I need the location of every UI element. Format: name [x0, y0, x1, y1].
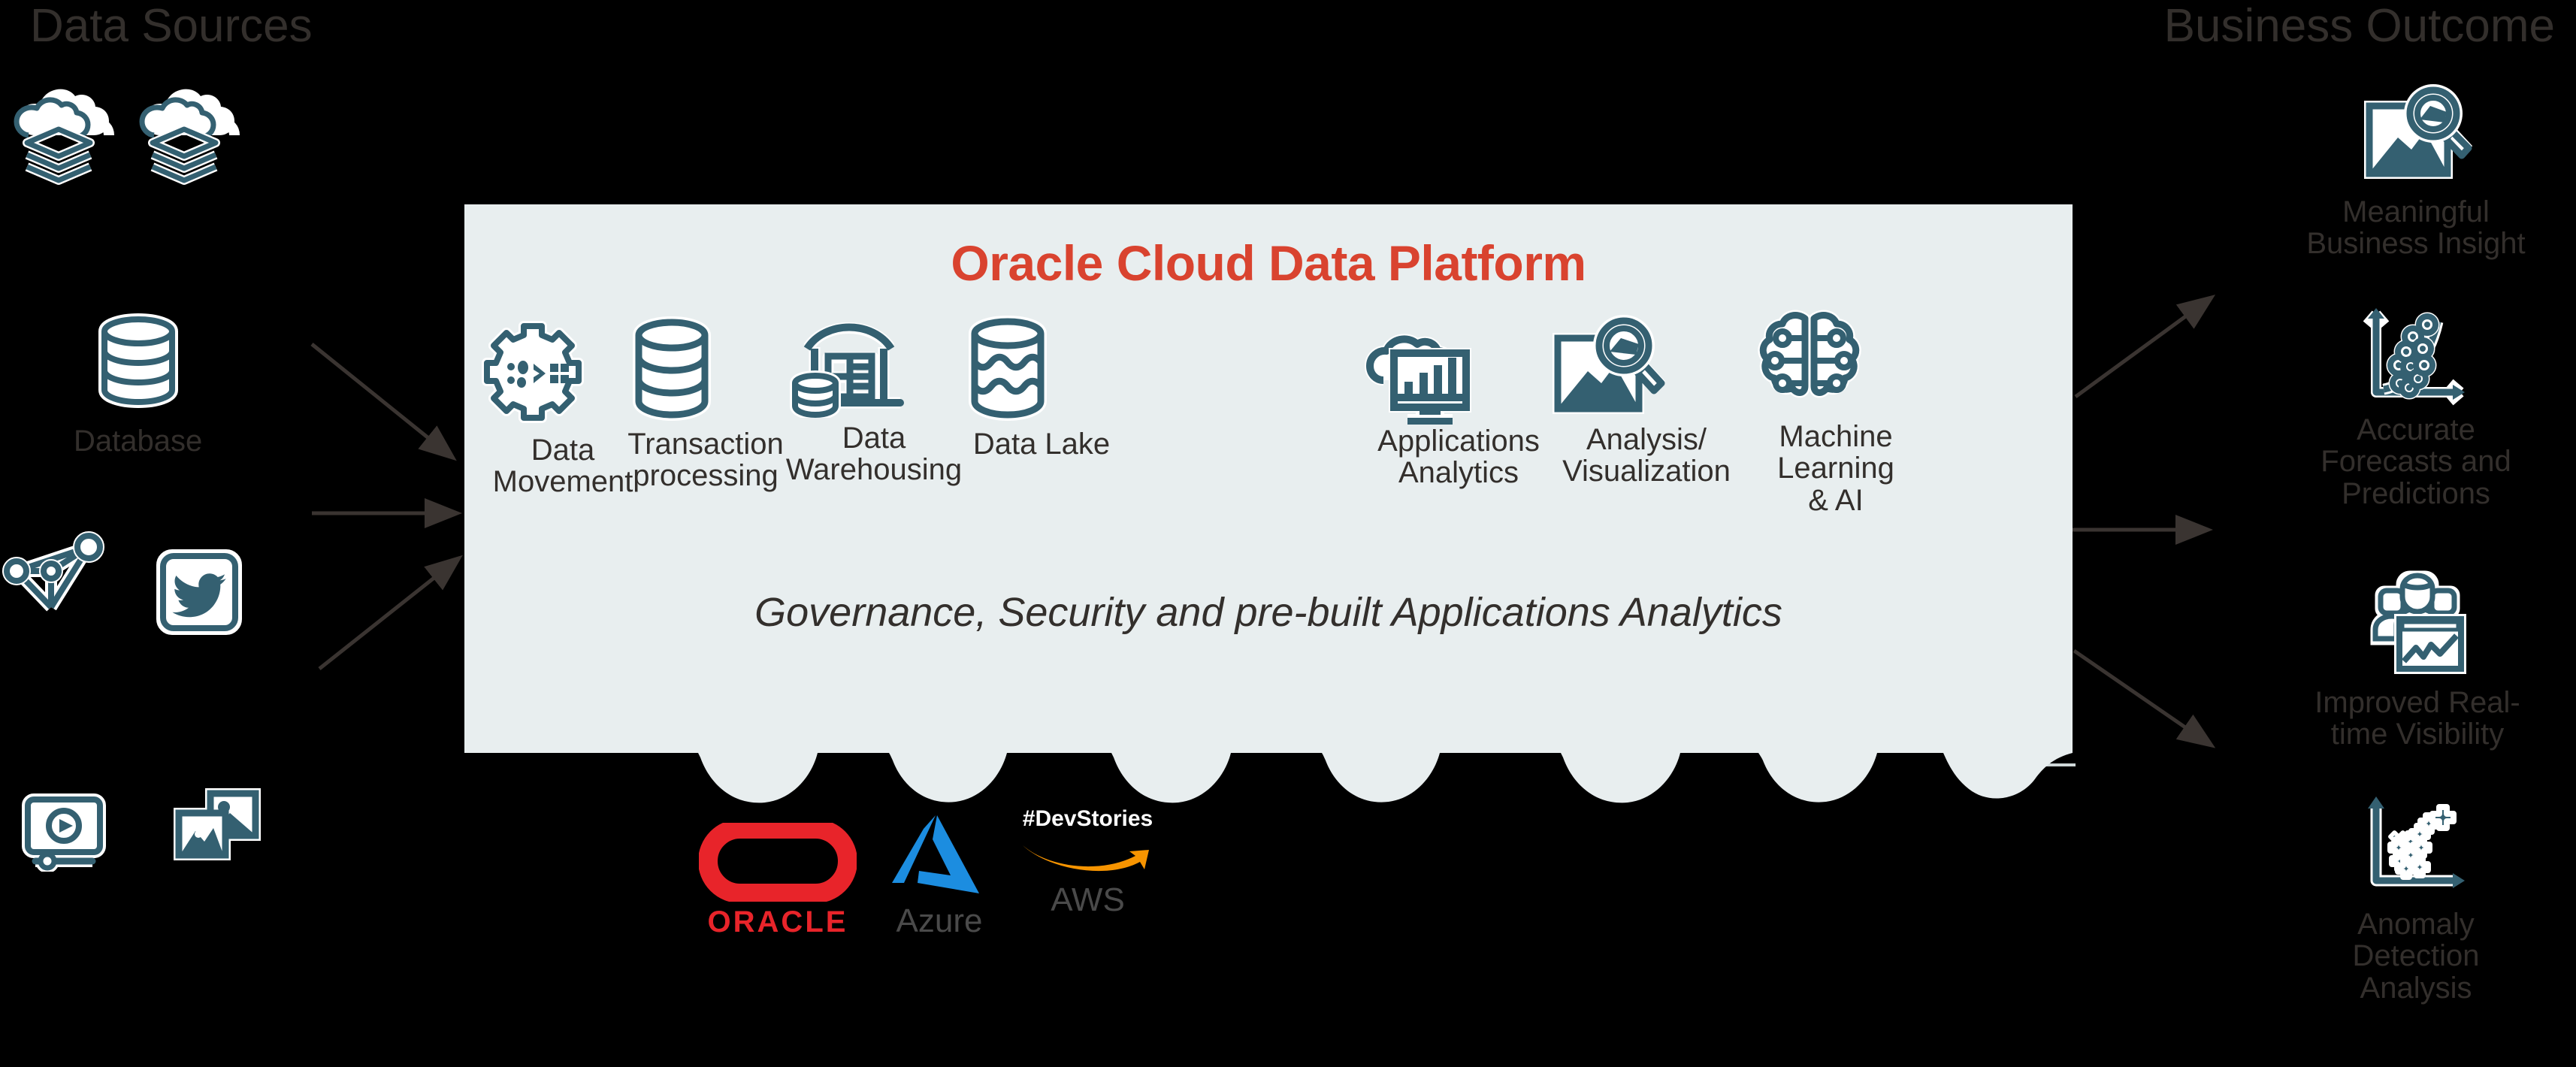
aws-logo	[1018, 833, 1157, 881]
vendor-logo-row: ORACLE Azure #DevStories AWS	[698, 808, 1270, 996]
capability-label: Data Lake	[972, 428, 1111, 461]
aws-wordmark: AWS	[1051, 881, 1125, 918]
social-network-icon	[0, 526, 120, 627]
capability-data-warehousing[interactable]: Data Warehousing	[785, 305, 963, 487]
azure-logo	[890, 812, 988, 905]
arrow-right-top	[2074, 295, 2216, 399]
arrow-left-top	[310, 343, 457, 461]
capability-data-movement[interactable]: Data Movement	[476, 317, 649, 498]
page-title: Oracle Cloud Data Platform	[951, 235, 1586, 291]
oracle-logo	[698, 819, 857, 905]
governance-footer: Governance, Security and pre-built Appli…	[754, 590, 1782, 635]
cloud-data-icon	[132, 83, 252, 192]
outcome-label: Accurate Forecasts and Predictions	[2321, 413, 2511, 510]
database-icon	[82, 304, 195, 421]
business-outcome-heading: Business Outcome	[2163, 0, 2555, 52]
images-icon	[171, 781, 262, 875]
capability-row: Data Movement	[482, 310, 2044, 565]
capability-label: Analysis/ Visualization	[1562, 423, 1731, 488]
capability-label: Data Warehousing	[785, 422, 963, 487]
insight-magnifier-chart-icon	[2356, 79, 2476, 192]
aws-logo-block[interactable]: #DevStories AWS	[1018, 808, 1157, 917]
arrow-left-bottom	[318, 555, 463, 670]
data-source-images[interactable]	[171, 781, 262, 875]
capability-data-lake[interactable]: Data Lake	[955, 311, 1128, 460]
anomaly-scatter-icon	[2360, 789, 2472, 904]
azure-wordmark: Azure	[896, 902, 983, 939]
capability-analysis-visualization[interactable]: Analysis/ Visualization	[1541, 307, 1752, 488]
capability-label: Data Movement	[492, 434, 633, 499]
outcome-label: Meaningful Business Insight	[2306, 195, 2526, 261]
data-source-cloud-2[interactable]	[132, 83, 252, 192]
video-player-icon	[19, 789, 109, 875]
outcome-label: Anomaly Detection Analysis	[2352, 908, 2480, 1005]
oracle-cloud-data-platform-panel: Oracle Cloud Data Platform	[464, 204, 2073, 803]
outcome-meaningful-business-insight[interactable]: Meaningful Business Insight	[2288, 79, 2544, 260]
capability-label: Applications Analytics	[1377, 425, 1540, 490]
arrow-right-bottom	[2073, 648, 2216, 748]
outcome-improved-realtime-visibility[interactable]: Improved Real- time Visibility	[2293, 570, 2541, 751]
data-sources-heading: Data Sources	[30, 0, 313, 52]
data-source-cloud-1[interactable]	[6, 83, 126, 192]
capability-machine-learning-ai[interactable]: Machine Learning & AI	[1749, 304, 1922, 516]
data-source-twitter[interactable]	[154, 547, 244, 641]
twitter-icon	[154, 547, 244, 641]
capability-label: Transaction processing	[627, 428, 784, 493]
oracle-logo-block[interactable]: ORACLE	[698, 819, 857, 939]
panel-content: Oracle Cloud Data Platform	[464, 204, 2073, 760]
outcome-accurate-forecasts[interactable]: Accurate Forecasts and Predictions	[2292, 301, 2540, 509]
devstories-tag: #DevStories	[1022, 806, 1153, 831]
azure-logo-block[interactable]: Azure	[890, 812, 988, 938]
cloud-data-icon	[6, 83, 126, 192]
capability-applications-analytics[interactable]: Applications Analytics	[1361, 308, 1556, 489]
outcome-anomaly-detection[interactable]: Anomaly Detection Analysis	[2296, 789, 2536, 1004]
oracle-wordmark: ORACLE	[707, 905, 848, 939]
outcome-label: Improved Real- time Visibility	[2314, 686, 2520, 751]
data-source-video[interactable]	[19, 789, 109, 875]
data-source-label: Database	[74, 425, 203, 458]
team-dashboard-icon	[2357, 570, 2478, 682]
data-source-social-network[interactable]	[0, 526, 120, 627]
forecast-scatter-icon	[2360, 301, 2472, 410]
capability-transaction-processing[interactable]: Transaction processing	[619, 311, 792, 492]
capability-label: Machine Learning & AI	[1777, 420, 1894, 517]
data-source-database[interactable]: Database	[74, 304, 202, 457]
